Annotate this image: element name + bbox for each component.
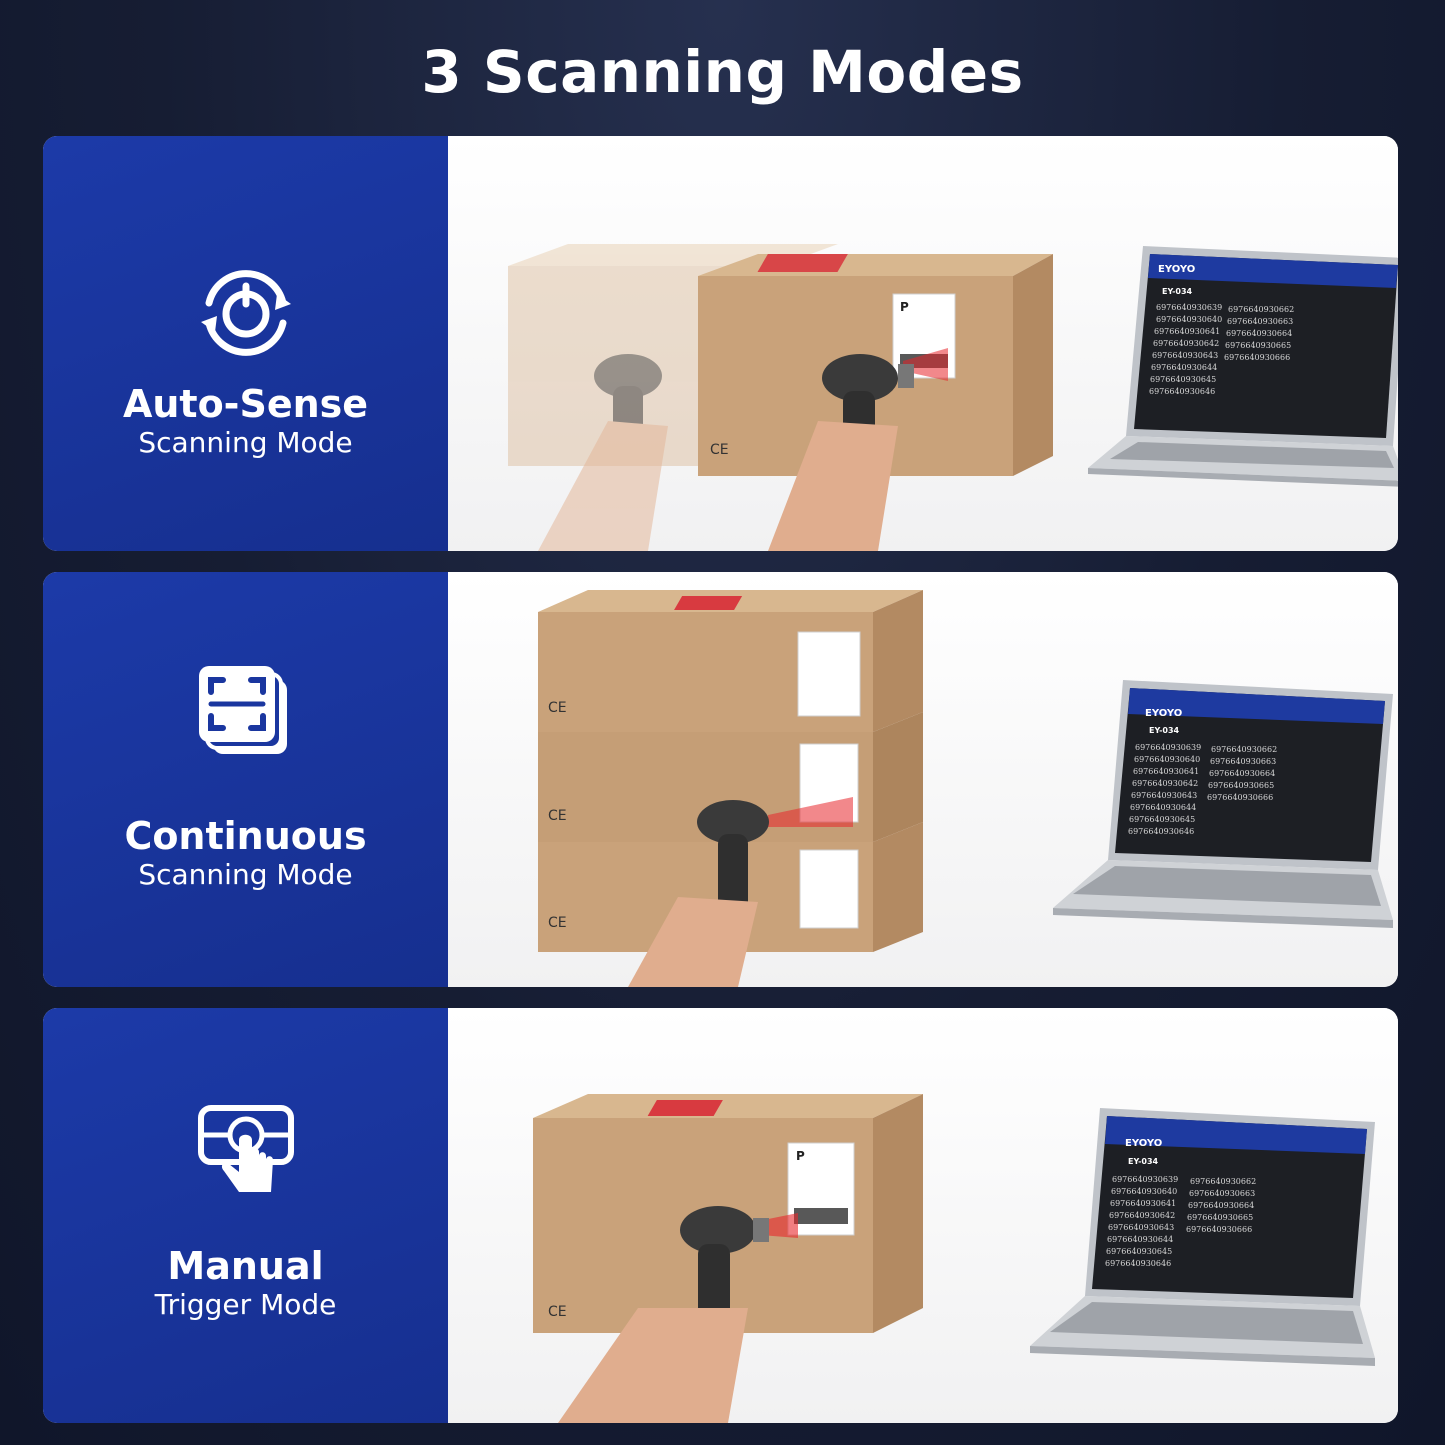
svg-text:6976640930641: 6976640930641: [1110, 1199, 1176, 1208]
scene-image: P CE EYO: [448, 136, 1398, 551]
svg-text:6976640930662: 6976640930662: [1228, 305, 1294, 314]
laptop-brand: EYOYO: [1158, 264, 1195, 275]
mode-title: Continuous: [124, 814, 367, 858]
svg-text:CE: CE: [548, 1304, 567, 1320]
svg-text:6976640930666: 6976640930666: [1207, 793, 1273, 802]
svg-text:EYOYO: EYOYO: [1145, 708, 1182, 719]
svg-text:6976640930665: 6976640930665: [1225, 341, 1291, 350]
mode-subtitle: Scanning Mode: [138, 858, 353, 891]
scene-image: P CE EYOYO EY-034 6976640930639 69766409…: [448, 1008, 1398, 1423]
svg-text:CE: CE: [548, 915, 567, 931]
svg-text:6976640930664: 6976640930664: [1209, 769, 1275, 778]
svg-text:6976640930665: 6976640930665: [1208, 781, 1274, 790]
svg-text:6976640930639: 6976640930639: [1112, 1175, 1178, 1184]
svg-text:6976640930644: 6976640930644: [1130, 803, 1196, 812]
mode-panel-continuous: Continuous Scanning Mode CE CE: [43, 572, 1398, 987]
svg-text:6976640930662: 6976640930662: [1211, 745, 1277, 754]
svg-text:6976640930641: 6976640930641: [1133, 767, 1199, 776]
svg-text:6976640930644: 6976640930644: [1107, 1235, 1173, 1244]
mode-panel-auto-sense: Auto-Sense Scanning Mode P CE: [43, 136, 1398, 551]
svg-text:6976640930662: 6976640930662: [1190, 1177, 1256, 1186]
svg-text:6976640930643: 6976640930643: [1108, 1223, 1174, 1232]
continuous-stack-icon: [199, 666, 287, 754]
svg-text:6976640930646: 6976640930646: [1128, 827, 1194, 836]
mode-title: Manual: [167, 1244, 324, 1288]
svg-text:6976640930642: 6976640930642: [1132, 779, 1198, 788]
svg-text:6976640930645: 6976640930645: [1150, 375, 1216, 384]
svg-text:6976640930639: 6976640930639: [1156, 303, 1222, 312]
barcode-scanner: [768, 354, 914, 551]
svg-text:6976640930643: 6976640930643: [1152, 351, 1218, 360]
scanner-ghost: [538, 354, 668, 551]
page-title: 3 Scanning Modes: [421, 38, 1024, 106]
mode-info: Manual Trigger Mode: [43, 1008, 448, 1423]
mode-subtitle: Scanning Mode: [138, 426, 353, 459]
svg-text:P: P: [900, 300, 909, 314]
svg-text:6976640930666: 6976640930666: [1224, 353, 1290, 362]
laser-beam: [768, 797, 853, 827]
svg-text:6976640930640: 6976640930640: [1111, 1187, 1177, 1196]
svg-text:6976640930666: 6976640930666: [1186, 1225, 1252, 1234]
auto-sense-icon: [201, 270, 291, 356]
laptop: EYOYO EY-034 6976640930639 6976640930640…: [1088, 246, 1398, 487]
svg-text:6976640930645: 6976640930645: [1129, 815, 1195, 824]
svg-text:6976640930665: 6976640930665: [1187, 1213, 1253, 1222]
svg-text:EY-034: EY-034: [1128, 1157, 1159, 1166]
svg-text:6976640930642: 6976640930642: [1109, 1211, 1175, 1220]
mode-info: Auto-Sense Scanning Mode: [43, 136, 448, 551]
barcode-scanner: [558, 1206, 769, 1423]
svg-text:6976640930640: 6976640930640: [1156, 315, 1222, 324]
scene-image: CE CE CE EYOYO: [448, 572, 1398, 987]
svg-text:6976640930642: 6976640930642: [1153, 339, 1219, 348]
barcode-scanner: [628, 800, 769, 987]
svg-text:6976640930663: 6976640930663: [1210, 757, 1276, 766]
svg-text:6976640930646: 6976640930646: [1149, 387, 1215, 396]
svg-text:CE: CE: [548, 700, 567, 716]
svg-text:6976640930645: 6976640930645: [1106, 1247, 1172, 1256]
svg-text:6976640930641: 6976640930641: [1154, 327, 1220, 336]
svg-text:6976640930663: 6976640930663: [1189, 1189, 1255, 1198]
svg-text:6976640930663: 6976640930663: [1227, 317, 1293, 326]
laptop: EYOYO EY-034 6976640930639 6976640930640…: [1053, 680, 1393, 928]
svg-text:6976640930640: 6976640930640: [1134, 755, 1200, 764]
laser-beam: [903, 348, 948, 381]
mode-title: Auto-Sense: [122, 382, 369, 426]
mode-subtitle: Trigger Mode: [154, 1288, 337, 1321]
laptop-model: EY-034: [1162, 287, 1193, 296]
svg-text:6976640930643: 6976640930643: [1131, 791, 1197, 800]
touch-trigger-icon: [198, 1105, 294, 1192]
laptop: EYOYO EY-034 6976640930639 6976640930640…: [1030, 1108, 1375, 1366]
svg-text:CE: CE: [548, 808, 567, 824]
ce-mark: CE: [710, 442, 729, 458]
svg-text:6976640930639: 6976640930639: [1135, 743, 1201, 752]
svg-text:6976640930646: 6976640930646: [1105, 1259, 1171, 1268]
mode-info: Continuous Scanning Mode: [43, 572, 448, 987]
svg-text:6976640930664: 6976640930664: [1226, 329, 1292, 338]
svg-text:6976640930644: 6976640930644: [1151, 363, 1217, 372]
mode-panel-manual: Manual Trigger Mode P CE: [43, 1008, 1398, 1423]
svg-text:P: P: [796, 1149, 805, 1163]
svg-text:6976640930664: 6976640930664: [1188, 1201, 1254, 1210]
svg-text:EYOYO: EYOYO: [1125, 1138, 1162, 1149]
svg-text:EY-034: EY-034: [1149, 726, 1180, 735]
